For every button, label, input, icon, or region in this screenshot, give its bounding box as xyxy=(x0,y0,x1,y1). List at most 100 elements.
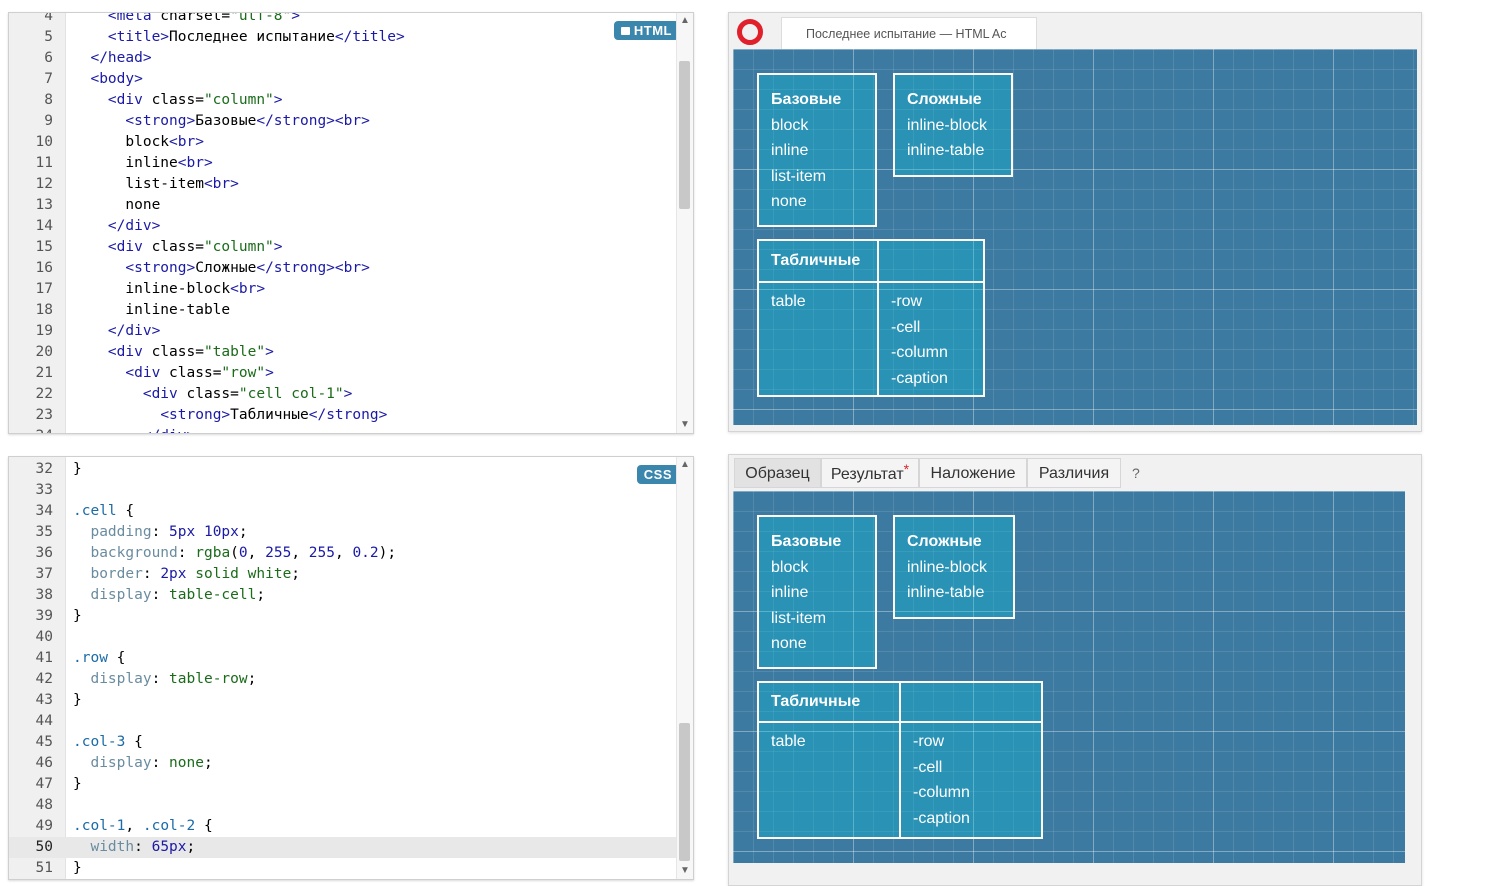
line-code[interactable]: <div class="table"> xyxy=(107,344,274,360)
code-line[interactable]: 20 <div class="table"> xyxy=(9,342,677,363)
column-title: Базовые xyxy=(771,533,842,550)
list-item: -column xyxy=(913,784,970,801)
code-line[interactable]: 38 display: table-cell; xyxy=(9,585,677,606)
code-line[interactable]: 19 </div> xyxy=(9,321,677,342)
line-code[interactable]: .cell { xyxy=(73,503,135,519)
line-code[interactable]: </div> xyxy=(107,323,161,339)
line-code[interactable]: } xyxy=(73,776,82,792)
code-line[interactable]: 46 display: none; xyxy=(9,753,677,774)
line-code[interactable]: display: none; xyxy=(90,755,213,771)
code-line[interactable]: 11 inline<br> xyxy=(9,153,677,174)
line-code[interactable]: <strong>Табличные</strong> xyxy=(160,407,388,423)
tab-result[interactable]: Результат* xyxy=(821,458,919,488)
line-code[interactable]: inline<br> xyxy=(73,155,213,171)
line-code[interactable]: display: table-row; xyxy=(90,671,257,687)
line-code[interactable]: <div class="row"> xyxy=(125,365,274,381)
line-code[interactable]: none xyxy=(73,197,161,213)
line-code[interactable]: } xyxy=(73,461,82,477)
scroll-up-icon[interactable]: ▲ xyxy=(680,459,690,470)
line-code[interactable]: <strong>Базовые</strong><br> xyxy=(125,113,370,129)
line-code[interactable]: width: 65px; xyxy=(90,839,196,855)
html-code-lines[interactable]: 4 <meta charset="utf-8">5 <title>Последн… xyxy=(9,12,677,433)
code-line[interactable]: 41.row { xyxy=(9,648,677,669)
code-line[interactable]: 36 background: rgba(0, 255, 255, 0.2); xyxy=(9,543,677,564)
tab-overlay[interactable]: Наложение xyxy=(919,458,1027,488)
line-code[interactable]: border: 2px solid white; xyxy=(90,566,301,582)
line-code[interactable]: .col-1, .col-2 { xyxy=(73,818,213,834)
line-code[interactable]: display: table-cell; xyxy=(90,587,266,603)
line-code[interactable]: <body> xyxy=(90,71,143,87)
code-line[interactable]: 22 <div class="cell col-1"> xyxy=(9,384,677,405)
code-line[interactable]: 5 <title>Последнее испытание</title> xyxy=(9,27,677,48)
code-line[interactable]: 12 list-item<br> xyxy=(9,174,677,195)
code-line[interactable]: 33 xyxy=(9,480,677,501)
code-line[interactable]: 14 </div> xyxy=(9,216,677,237)
line-code[interactable]: list-item<br> xyxy=(73,176,239,192)
code-line[interactable]: 51} xyxy=(9,858,677,879)
code-line[interactable]: 23 <strong>Табличные</strong> xyxy=(9,405,677,426)
code-line[interactable]: 9 <strong>Базовые</strong><br> xyxy=(9,111,677,132)
line-code[interactable]: inline-block<br> xyxy=(73,281,266,297)
code-line[interactable]: 13 none xyxy=(9,195,677,216)
line-code[interactable]: padding: 5px 10px; xyxy=(90,524,248,540)
code-line[interactable]: 8 <div class="column"> xyxy=(9,90,677,111)
line-code[interactable]: block<br> xyxy=(73,134,204,150)
code-line[interactable]: 43} xyxy=(9,690,677,711)
code-line[interactable]: 35 padding: 5px 10px; xyxy=(9,522,677,543)
line-code[interactable]: </div> xyxy=(73,426,195,433)
code-line[interactable]: 47} xyxy=(9,774,677,795)
css-scrollbar[interactable]: ▲ ▼ xyxy=(676,457,693,879)
code-line[interactable]: 16 <strong>Сложные</strong><br> xyxy=(9,258,677,279)
line-code[interactable]: <title>Последнее испытание</title> xyxy=(107,29,405,45)
code-line[interactable]: 39} xyxy=(9,606,677,627)
tab-diff[interactable]: Различия xyxy=(1027,458,1121,488)
browser-tab[interactable]: Последнее испытание — HTML Ac xyxy=(781,17,1037,49)
html-editor[interactable]: 4 <meta charset="utf-8">5 <title>Последн… xyxy=(8,12,694,434)
code-line[interactable]: 32} xyxy=(9,459,677,480)
list-item: inline-block xyxy=(907,116,988,134)
scroll-down-icon[interactable]: ▼ xyxy=(680,865,690,876)
html-scrollbar[interactable]: ▲ ▼ xyxy=(676,13,693,433)
code-line[interactable]: 50 width: 65px; xyxy=(9,837,677,858)
code-line[interactable]: 34.cell { xyxy=(9,501,677,522)
line-code[interactable]: background: rgba(0, 255, 255, 0.2); xyxy=(90,545,397,561)
scroll-thumb[interactable] xyxy=(679,723,690,861)
line-code[interactable]: <strong>Сложные</strong><br> xyxy=(125,260,370,276)
code-line[interactable]: 15 <div class="column"> xyxy=(9,237,677,258)
help-icon[interactable]: ? xyxy=(1132,465,1140,481)
scroll-up-icon[interactable]: ▲ xyxy=(680,15,690,26)
line-code[interactable]: </head> xyxy=(90,50,152,66)
code-line[interactable]: 6 </head> xyxy=(9,48,677,69)
line-code[interactable]: } xyxy=(73,608,82,624)
line-code[interactable]: <div class="column"> xyxy=(107,92,283,108)
line-code[interactable]: <meta charset="utf-8"> xyxy=(107,12,300,24)
line-code[interactable]: inline-table xyxy=(73,302,231,318)
tab-sample[interactable]: Образец xyxy=(734,458,821,488)
code-line[interactable]: 48 xyxy=(9,795,677,816)
line-code[interactable]: </div> xyxy=(107,218,161,234)
code-line[interactable]: 7 <body> xyxy=(9,69,677,90)
code-line[interactable]: 45.col-3 { xyxy=(9,732,677,753)
scroll-thumb[interactable] xyxy=(679,61,690,209)
code-line[interactable]: 44 xyxy=(9,711,677,732)
code-line[interactable]: 42 display: table-row; xyxy=(9,669,677,690)
code-line[interactable]: 24 </div> xyxy=(9,426,677,433)
line-code[interactable]: <div class="cell col-1"> xyxy=(142,386,353,402)
code-line[interactable]: 37 border: 2px solid white; xyxy=(9,564,677,585)
line-code[interactable]: <div class="column"> xyxy=(107,239,283,255)
code-line[interactable]: 49.col-1, .col-2 { xyxy=(9,816,677,837)
code-line[interactable]: 21 <div class="row"> xyxy=(9,363,677,384)
code-line[interactable]: 40 xyxy=(9,627,677,648)
code-line[interactable]: 4 <meta charset="utf-8"> xyxy=(9,12,677,27)
scroll-down-icon[interactable]: ▼ xyxy=(680,419,690,430)
line-code[interactable]: .col-3 { xyxy=(73,734,143,750)
code-line[interactable]: 10 block<br> xyxy=(9,132,677,153)
line-code[interactable]: .row { xyxy=(73,650,126,666)
line-code[interactable]: } xyxy=(73,692,82,708)
code-line[interactable]: 18 inline-table xyxy=(9,300,677,321)
table-cell-label: table xyxy=(771,733,806,750)
code-line[interactable]: 17 inline-block<br> xyxy=(9,279,677,300)
line-code[interactable]: } xyxy=(73,860,82,876)
